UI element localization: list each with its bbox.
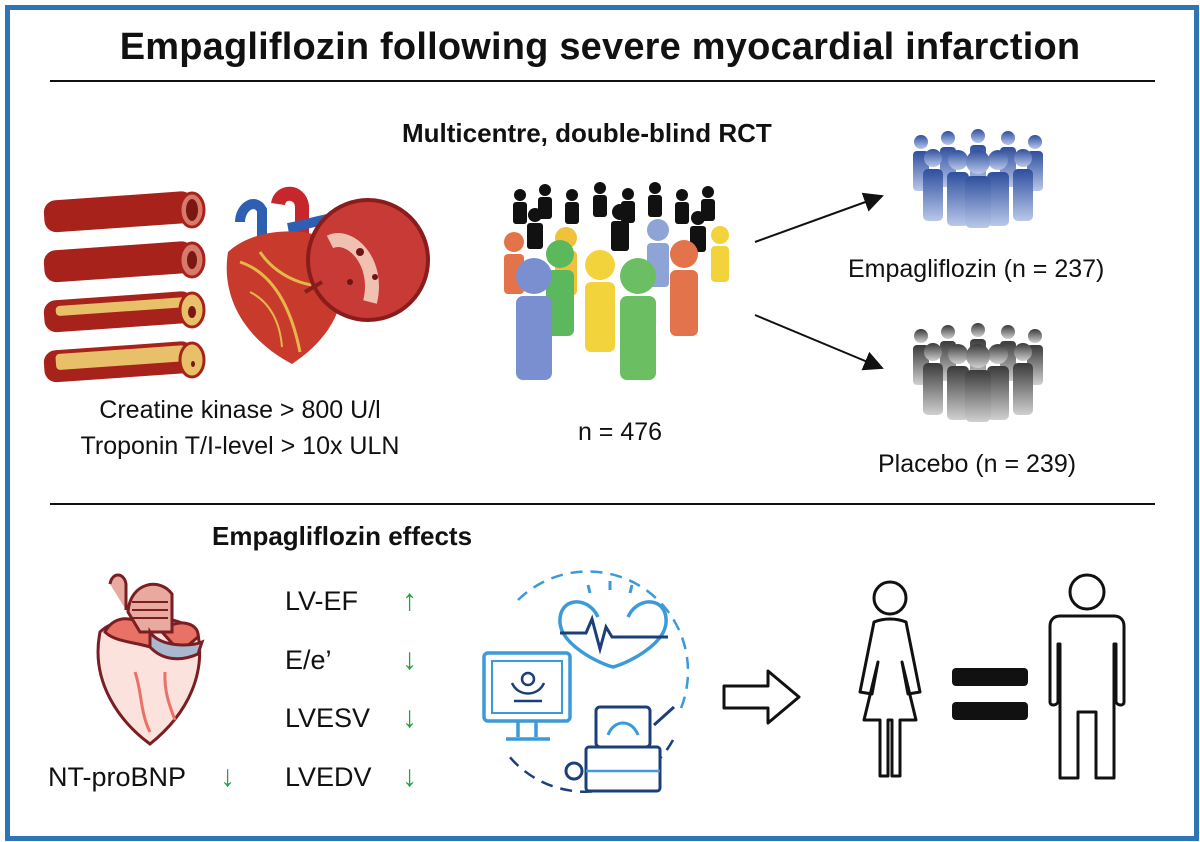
heart-icon — [96, 573, 205, 746]
female-icon — [858, 580, 922, 778]
effects-heading: Empagliflozin effects — [212, 521, 473, 551]
randomisation-arrows — [754, 192, 884, 371]
total-participants: n = 476 — [577, 418, 663, 446]
empagliflozin-arm-label: Empagliflozin (n = 237) — [848, 255, 1105, 283]
artery-cross-sections-icon — [43, 191, 206, 383]
biomarker-label: NT-proBNP — [48, 762, 187, 792]
section-divider — [50, 503, 1155, 505]
effect-label-lvesv: LVESV — [285, 703, 371, 733]
crowd-icon — [504, 182, 729, 380]
arrow-down-icon: ↓ — [402, 643, 417, 676]
arrow-down-icon: ↓ — [402, 760, 417, 793]
figure-title: Empagliflozin following severe myocardia… — [119, 26, 1081, 68]
heart-illustration — [226, 186, 430, 364]
arrow-down-icon: ↓ — [402, 701, 417, 734]
inclusion-criterion-ck: Creatine kinase > 800 U/l — [99, 396, 381, 424]
biomarker-direction-icon: ↓ — [220, 760, 235, 793]
placebo-group-icon — [913, 323, 1043, 422]
effect-label-lvedv: LVEDV — [285, 762, 372, 792]
male-icon — [1048, 573, 1126, 780]
empagliflozin-group-icon — [913, 129, 1043, 228]
placebo-arm-label: Placebo (n = 239) — [878, 450, 1077, 478]
title-divider — [50, 80, 1155, 82]
figure-frame — [5, 5, 1199, 841]
inclusion-criterion-troponin: Troponin T/I-level > 10x ULN — [80, 432, 400, 460]
arrow-up-icon: ↑ — [402, 584, 417, 617]
effect-label-lvef: LV-EF — [285, 586, 359, 616]
effect-label-ee: E/e’ — [285, 645, 332, 675]
echocardiography-icon — [482, 570, 690, 793]
study-design-heading: Multicentre, double-blind RCT — [402, 118, 772, 148]
right-arrow-icon — [722, 669, 801, 725]
equals-icon — [952, 668, 1028, 720]
